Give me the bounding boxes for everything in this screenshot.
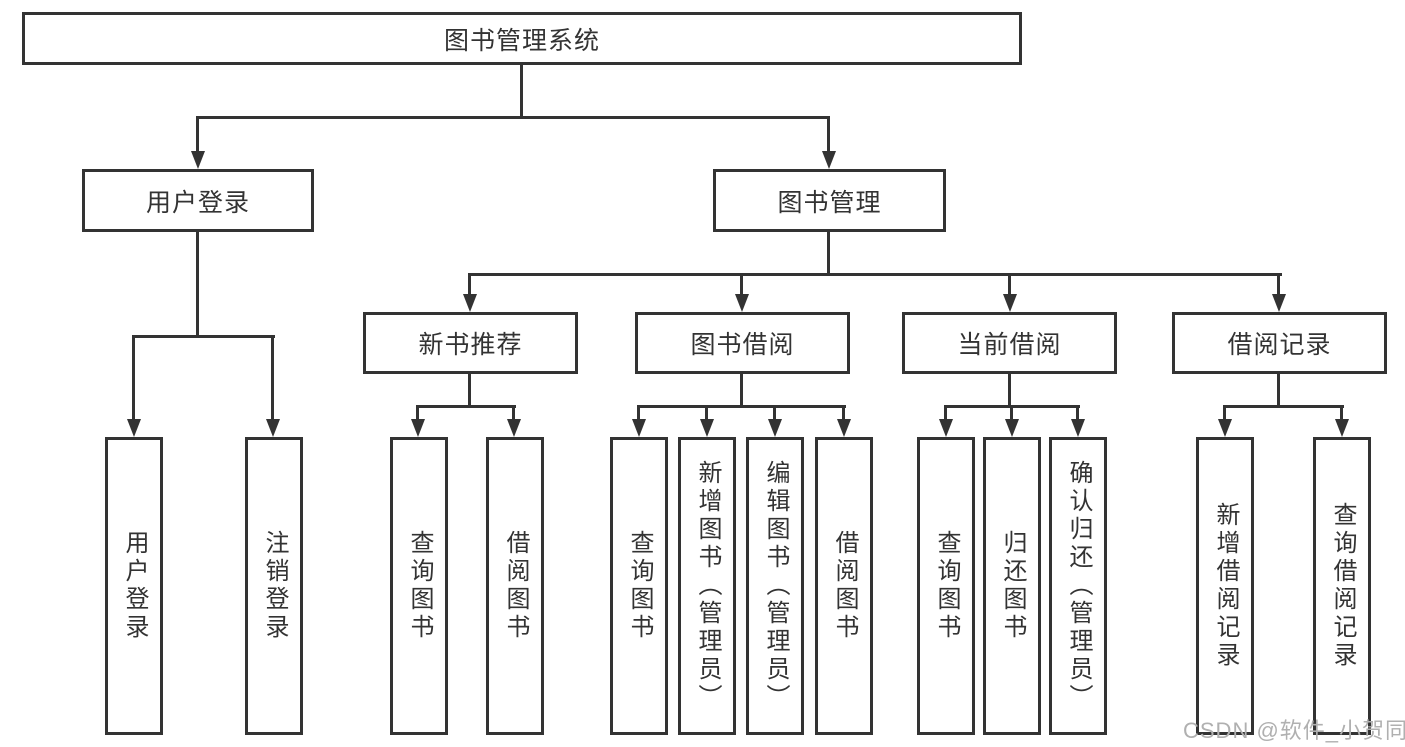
connector-book-mgmt-drop-2 bbox=[740, 273, 743, 295]
arrowhead-down-icon bbox=[411, 419, 425, 437]
connector-borrow-records-bar bbox=[1223, 405, 1344, 408]
node-user-login: 用户登录 bbox=[82, 169, 314, 232]
leaf-edit-book-admin: 编辑图书（管理员） bbox=[746, 437, 804, 735]
leaf-query-books-current: 查询图书 bbox=[917, 437, 975, 735]
connector-borrow-records-drop-2 bbox=[1340, 405, 1343, 420]
connector-book-mgmt-drop-3 bbox=[1008, 273, 1011, 295]
arrowhead-down-icon bbox=[191, 151, 205, 169]
arrowhead-down-icon bbox=[700, 419, 714, 437]
connector-book-borrow-drop-1 bbox=[637, 405, 640, 420]
connector-current-borrow-drop-1 bbox=[944, 405, 947, 420]
arrowhead-down-icon bbox=[127, 419, 141, 437]
connector-book-mgmt-bar bbox=[468, 273, 1282, 276]
node-new-book-rec: 新书推荐 bbox=[363, 312, 578, 374]
arrowhead-down-icon bbox=[632, 419, 646, 437]
leaf-query-borrow-record: 查询借阅记录 bbox=[1313, 437, 1371, 735]
connector-user-login-stem bbox=[196, 232, 199, 335]
leaf-return-book: 归还图书 bbox=[983, 437, 1041, 735]
leaf-add-book-admin: 新增图书（管理员） bbox=[678, 437, 736, 735]
leaf-borrow-books-recommend: 借阅图书 bbox=[486, 437, 544, 735]
arrowhead-down-icon bbox=[939, 419, 953, 437]
arrowhead-down-icon bbox=[1272, 294, 1286, 312]
connector-book-mgmt-drop-1 bbox=[468, 273, 471, 295]
connector-user-login-drop-2 bbox=[271, 335, 274, 420]
arrowhead-down-icon bbox=[837, 419, 851, 437]
connector-current-borrow-stem bbox=[1008, 374, 1011, 405]
leaf-add-borrow-record: 新增借阅记录 bbox=[1196, 437, 1254, 735]
connector-user-login-drop-1 bbox=[132, 335, 135, 420]
arrowhead-down-icon bbox=[822, 151, 836, 169]
arrowhead-down-icon bbox=[1335, 419, 1349, 437]
connector-borrow-records-stem bbox=[1277, 374, 1280, 405]
node-current-borrow: 当前借阅 bbox=[902, 312, 1117, 374]
connector-current-borrow-drop-2 bbox=[1010, 405, 1013, 420]
connector-borrow-records-drop-1 bbox=[1223, 405, 1226, 420]
leaf-confirm-return-admin: 确认归还（管理员） bbox=[1049, 437, 1107, 735]
arrowhead-down-icon bbox=[507, 419, 521, 437]
connector-book-borrow-drop-4 bbox=[842, 405, 845, 420]
connector-user-login-bar bbox=[132, 335, 275, 338]
arrowhead-down-icon bbox=[463, 294, 477, 312]
watermark: CSDN @软件_小贺同学 bbox=[1183, 718, 1405, 743]
connector-current-borrow-drop-3 bbox=[1076, 405, 1079, 420]
connector-book-mgmt-drop-4 bbox=[1277, 273, 1280, 295]
connector-book-borrow-drop-3 bbox=[773, 405, 776, 420]
arrowhead-down-icon bbox=[768, 419, 782, 437]
connector-new-book-rec-drop-1 bbox=[416, 405, 419, 420]
node-borrow-records: 借阅记录 bbox=[1172, 312, 1387, 374]
connector-root-drop-2 bbox=[827, 116, 830, 152]
connector-book-borrow-drop-2 bbox=[705, 405, 708, 420]
leaf-borrow-books: 借阅图书 bbox=[815, 437, 873, 735]
connector-root-stem bbox=[520, 65, 523, 116]
arrowhead-down-icon bbox=[1003, 294, 1017, 312]
leaf-user-login: 用户登录 bbox=[105, 437, 163, 735]
node-root: 图书管理系统 bbox=[22, 12, 1022, 65]
leaf-query-books-borrow: 查询图书 bbox=[610, 437, 668, 735]
leaf-query-books-recommend: 查询图书 bbox=[390, 437, 448, 735]
arrowhead-down-icon bbox=[1005, 419, 1019, 437]
connector-book-mgmt-stem bbox=[827, 232, 830, 273]
arrowhead-down-icon bbox=[1218, 419, 1232, 437]
arrowhead-down-icon bbox=[266, 419, 280, 437]
connector-root-bar bbox=[196, 116, 830, 119]
connector-book-borrow-stem bbox=[740, 374, 743, 405]
node-book-borrow: 图书借阅 bbox=[635, 312, 850, 374]
arrowhead-down-icon bbox=[735, 294, 749, 312]
node-book-mgmt: 图书管理 bbox=[713, 169, 946, 232]
connector-root-drop-1 bbox=[196, 116, 199, 152]
connector-new-book-rec-stem bbox=[468, 374, 471, 405]
connector-new-book-rec-bar bbox=[416, 405, 516, 408]
connector-new-book-rec-drop-2 bbox=[512, 405, 515, 420]
arrowhead-down-icon bbox=[1071, 419, 1085, 437]
connector-book-borrow-bar bbox=[637, 405, 846, 408]
leaf-logout: 注销登录 bbox=[245, 437, 303, 735]
